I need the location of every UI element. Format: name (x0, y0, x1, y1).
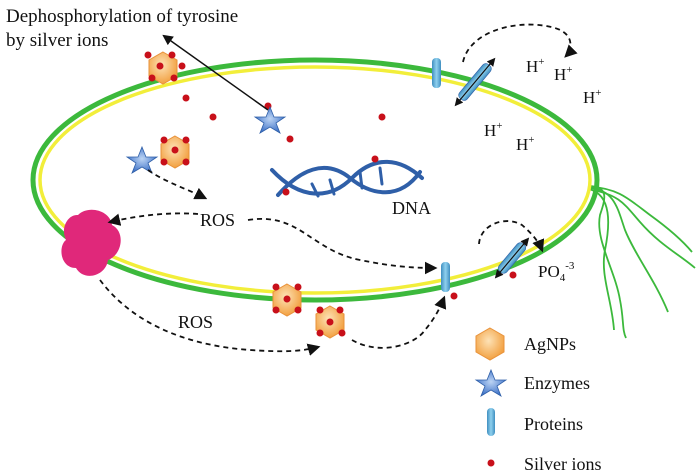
title-line-1: Dephosphorylation of tyrosine (6, 6, 238, 27)
ros-source-blob (61, 209, 121, 276)
agnp-bottom-2 (315, 305, 346, 339)
enzyme-star-top (253, 105, 287, 134)
silver-ions-scattered (182, 94, 517, 300)
legend-enzyme-icon (474, 368, 508, 397)
legend-agnps-label: AgNPs (524, 334, 576, 354)
svg-text:H+: H+ (526, 56, 545, 76)
legend-agnp-icon (475, 327, 505, 361)
title-line-2: by silver ions (6, 30, 108, 51)
svg-text:H+: H+ (583, 87, 602, 107)
proton-ion-3: H+ (583, 87, 602, 107)
legend-silver-ions-label: Silver ions (524, 454, 602, 474)
arrows (99, 23, 578, 356)
proton-ion-4: H+ (484, 120, 503, 140)
dna-helix (270, 159, 424, 198)
cell-membrane (30, 57, 600, 303)
phosphate-ion: PO4-3 (538, 260, 575, 284)
legend-protein-icon (487, 408, 495, 436)
legend-proteins-label: Proteins (524, 414, 583, 434)
ros-label-inside: ROS (200, 210, 235, 230)
agnp-inside (160, 135, 190, 169)
flagella (587, 185, 696, 339)
transporter-bottom (494, 237, 530, 279)
dna-label: DNA (392, 198, 431, 218)
proton-ion-5: H+ (516, 134, 535, 154)
svg-text:H+: H+ (554, 64, 573, 84)
legend-enzymes-label: Enzymes (524, 373, 590, 393)
ros-label-outside: ROS (178, 312, 213, 332)
enzyme-star-left (125, 145, 159, 174)
svg-text:H+: H+ (516, 134, 535, 154)
proton-ion-1: H+ (526, 56, 545, 76)
protein-membrane-top (432, 58, 441, 88)
proton-ion-2: H+ (554, 64, 573, 84)
legend: AgNPs Enzymes Proteins Silver ions (474, 327, 602, 474)
protein-membrane-bottom (441, 262, 450, 292)
agnp-outside-topleft (144, 51, 186, 85)
svg-text:PO4-3: PO4-3 (538, 260, 575, 284)
transporter-top (454, 57, 496, 107)
svg-text:H+: H+ (484, 120, 503, 140)
legend-silver-ion-icon (487, 459, 495, 467)
agnp-bottom-1 (272, 283, 302, 317)
